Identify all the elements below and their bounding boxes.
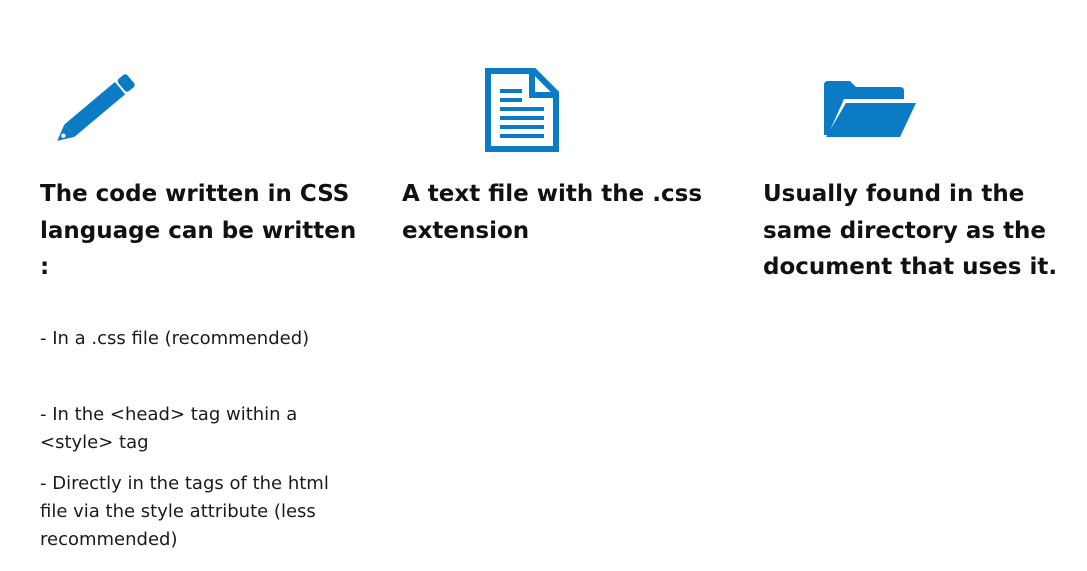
list-item: - Directly in the tags of the html file … xyxy=(40,473,329,550)
folder-icon xyxy=(820,79,918,141)
heading-css-directory: Usually found in the same directory as t… xyxy=(763,181,1058,280)
document-icon xyxy=(484,67,560,153)
list-item: - In a .css file (recommended) xyxy=(40,328,310,349)
heading-css-text-file: A text file with the .css extension xyxy=(402,181,703,244)
list-item: - In the <head> tag within a <style> tag xyxy=(40,404,298,453)
heading-css-writing-locations: The code written in CSS language can be … xyxy=(40,181,357,280)
pencil-icon xyxy=(44,66,144,154)
